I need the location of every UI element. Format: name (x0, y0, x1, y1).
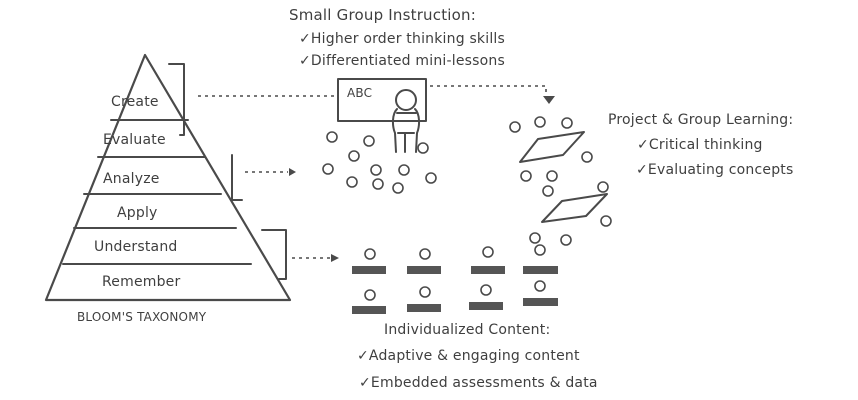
individual-student-circle (364, 289, 376, 301)
connector-analyze-to-small-group-arrow (289, 168, 296, 176)
project-table-bottom (541, 193, 608, 223)
connector-board-to-project-arrow (543, 96, 555, 104)
student-circle (398, 164, 410, 176)
individualized-title: Individualized Content: (384, 322, 550, 338)
project-student-circle (581, 151, 593, 163)
student-circle (372, 178, 384, 190)
connector-understand-to-individualized-arrow (331, 254, 339, 262)
small-group-bullet-1: ✓Higher order thinking skills (299, 31, 505, 47)
small-group-students (322, 131, 437, 194)
project-group-area (509, 116, 612, 246)
individual-student-circle (419, 286, 431, 298)
individual-student-circle (482, 246, 494, 258)
individualized-bullet-2: ✓Embedded assessments & data (359, 375, 598, 391)
project-group-bullet-1: ✓Critical thinking (637, 137, 763, 153)
individual-student-circle (534, 244, 546, 256)
pyramid-level-apply: Apply (117, 205, 158, 221)
student-circle (425, 172, 437, 184)
student-circle (417, 142, 429, 154)
individual-desk (471, 266, 505, 274)
project-student-circle (529, 232, 541, 244)
project-student-circle (546, 170, 558, 182)
student-circle (322, 163, 334, 175)
small-group-bullet-2: ✓Differentiated mini-lessons (299, 53, 505, 69)
small-group-board-label: ABC (347, 86, 372, 100)
pyramid-level-create: Create (111, 94, 159, 110)
individual-student-circle (419, 248, 431, 260)
project-student-circle (520, 170, 532, 182)
individual-desk (407, 266, 441, 274)
individual-desk (469, 302, 503, 310)
pyramid-level-remember: Remember (102, 274, 181, 290)
pyramid-outline (44, 53, 292, 302)
project-student-circle (542, 185, 554, 197)
project-student-circle (600, 215, 612, 227)
project-student-circle (534, 116, 546, 128)
project-student-circle (561, 117, 573, 129)
student-circle (363, 135, 375, 147)
workstation-row-1 (352, 244, 558, 274)
pyramid-caption: BLOOM'S TAXONOMY (77, 310, 207, 324)
bracket-top (168, 63, 185, 136)
teacher-body (391, 108, 421, 153)
bracket-bottom (261, 229, 287, 280)
individual-student-circle (364, 248, 376, 260)
pyramid-level-understand: Understand (94, 239, 178, 255)
individual-desk (352, 306, 386, 314)
small-group-title: Small Group Instruction: (289, 6, 476, 24)
pyramid-level-analyze: Analyze (103, 171, 160, 187)
individual-desk (352, 266, 386, 274)
student-circle (348, 150, 360, 162)
project-student-circle (560, 234, 572, 246)
individual-desk (407, 304, 441, 312)
student-circle (326, 131, 338, 143)
individualized-bullet-1: ✓Adaptive & engaging content (357, 348, 580, 364)
teacher-head (395, 89, 417, 111)
project-student-circle (509, 121, 521, 133)
individualized-workstations (352, 244, 558, 314)
student-circle (346, 176, 358, 188)
project-student-circle (597, 181, 609, 193)
project-table-top (519, 131, 585, 163)
project-group-bullet-2: ✓Evaluating concepts (636, 162, 794, 178)
blooms-pyramid: Create Evaluate Analyze Apply Understand… (44, 53, 292, 324)
individual-student-circle (534, 280, 546, 292)
bracket-middle (231, 154, 243, 201)
connector-board-to-project (430, 85, 547, 98)
individual-desk (523, 266, 558, 274)
small-group-area: ABC (322, 78, 437, 194)
project-group-title: Project & Group Learning: (608, 112, 793, 128)
workstation-row-2 (352, 280, 558, 314)
pyramid-level-evaluate: Evaluate (103, 132, 166, 148)
student-circle (370, 164, 382, 176)
student-circle (392, 182, 404, 194)
individual-desk (523, 298, 558, 306)
individual-student-circle (480, 284, 492, 296)
